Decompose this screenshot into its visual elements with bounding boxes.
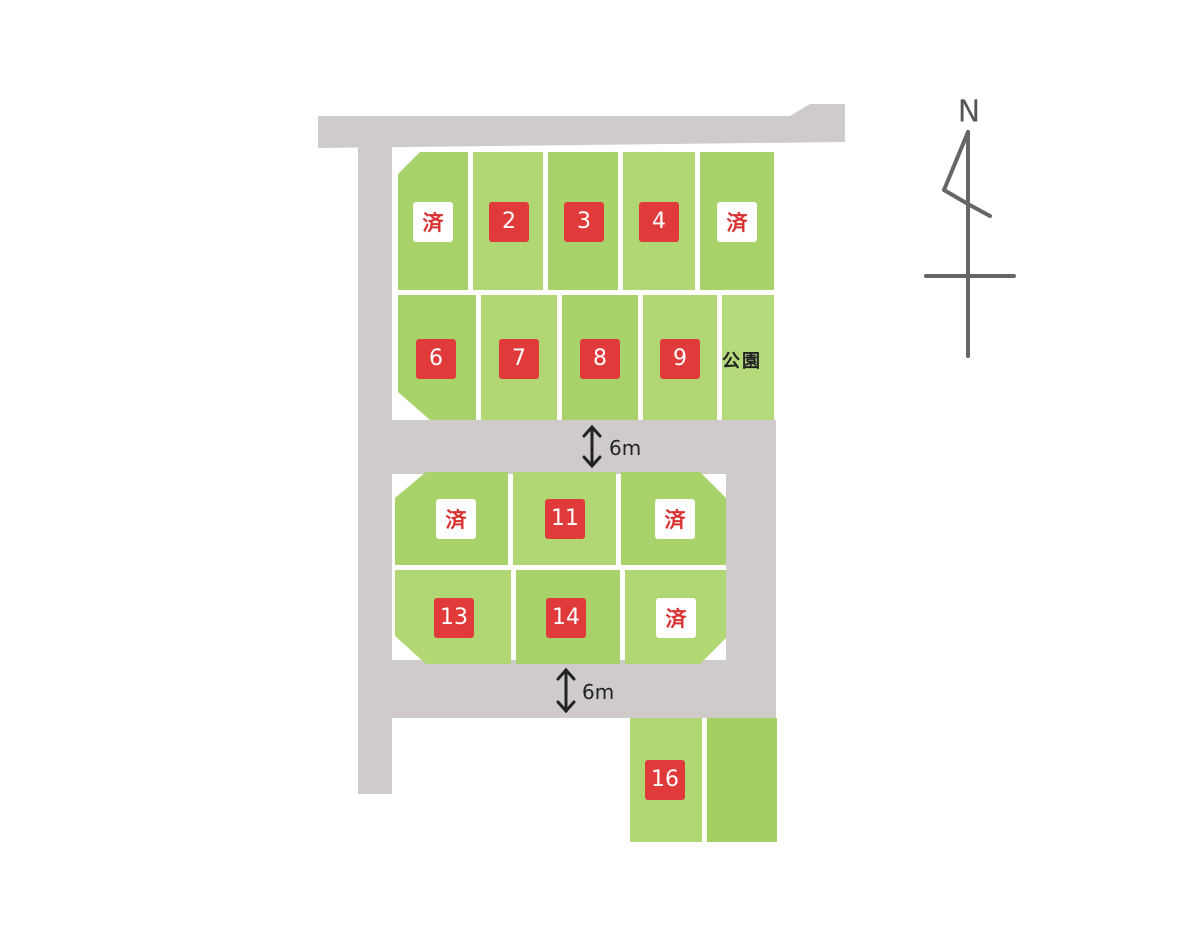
- width-arrow-upper: [582, 424, 602, 469]
- lot-16-label[interactable]: 16: [645, 760, 685, 800]
- lot-7-label[interactable]: 7: [499, 339, 539, 379]
- road-lower-horizontal: [380, 660, 776, 718]
- road-middle-horizontal: [380, 420, 776, 474]
- north-compass-icon: [924, 130, 1016, 358]
- road-width-upper-label: 6m: [609, 436, 642, 460]
- lot-17-parcel: [707, 718, 777, 842]
- width-arrow-lower: [556, 667, 576, 714]
- lot-15-label[interactable]: 済: [656, 598, 696, 638]
- road-top: [318, 104, 845, 148]
- lot-14-label[interactable]: 14: [546, 598, 586, 638]
- lot-6-label[interactable]: 6: [416, 339, 456, 379]
- road-width-lower-label: 6m: [582, 680, 615, 704]
- lot-13-label[interactable]: 13: [434, 598, 474, 638]
- lot-11-label[interactable]: 11: [545, 499, 585, 539]
- park-parcel: [722, 295, 774, 420]
- lot-9-label[interactable]: 9: [660, 339, 700, 379]
- lot-4-label[interactable]: 4: [639, 202, 679, 242]
- lot-12-label[interactable]: 済: [655, 499, 695, 539]
- block-bottom: [630, 718, 777, 842]
- road-network: [318, 104, 845, 794]
- north-label: N: [957, 94, 981, 130]
- lot-2-label[interactable]: 2: [489, 202, 529, 242]
- lot-5-label[interactable]: 済: [717, 202, 757, 242]
- lot-8-label[interactable]: 8: [580, 339, 620, 379]
- lot-3-label[interactable]: 3: [564, 202, 604, 242]
- lot-10-label[interactable]: 済: [436, 499, 476, 539]
- block-upper: [398, 152, 774, 420]
- park-label: 公園: [722, 351, 762, 372]
- lot-1-label[interactable]: 済: [413, 202, 453, 242]
